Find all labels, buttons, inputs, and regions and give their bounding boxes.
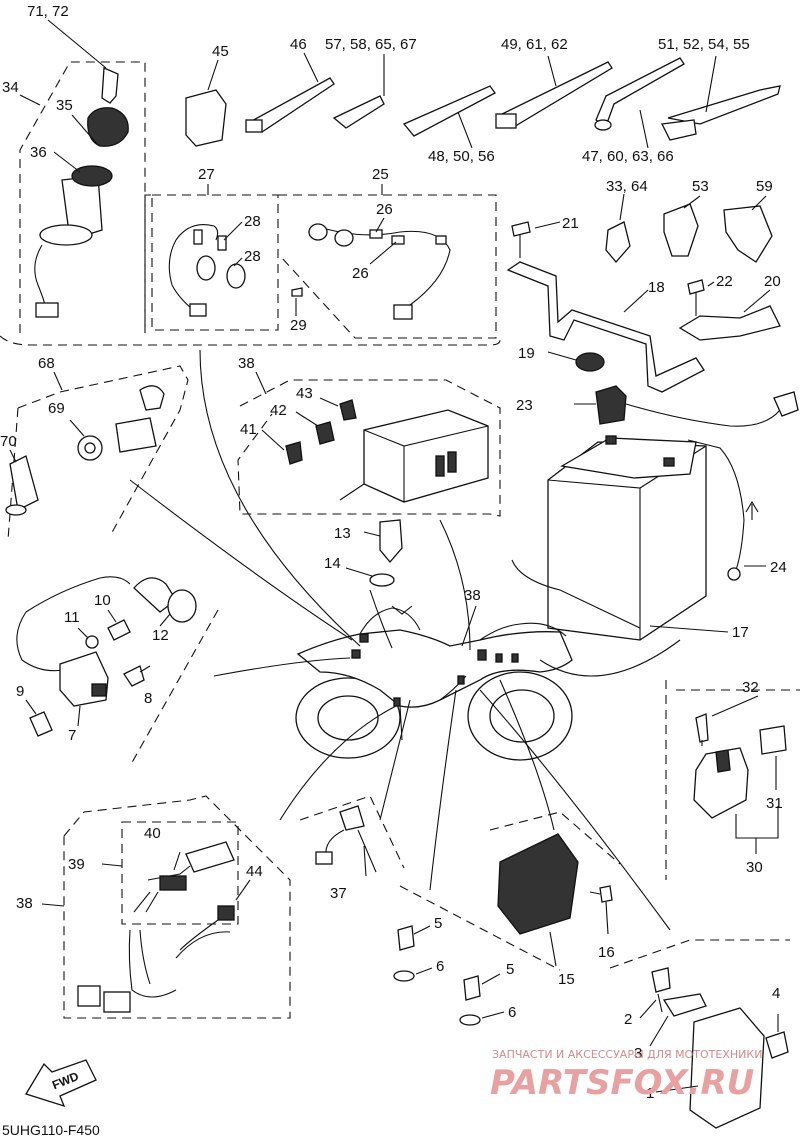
label-48-50-56: 48, 50, 56 (428, 148, 495, 165)
label-49-61-62: 49, 61, 62 (501, 36, 568, 53)
label-7: 7 (68, 727, 76, 744)
label-8: 8 (144, 690, 152, 707)
label-38-harness: 38 (16, 895, 33, 912)
starter-relay-group (665, 680, 800, 880)
fuse-box-group (237, 379, 501, 517)
bracket-group (506, 193, 781, 393)
label-59: 59 (756, 178, 773, 195)
label-31: 31 (766, 795, 783, 812)
label-70: 70 (0, 433, 17, 450)
label-5-upper: 5 (434, 915, 442, 932)
label-21: 21 (562, 215, 579, 232)
ignition-coil-group (16, 576, 219, 767)
atv-illustration (295, 605, 573, 761)
label-4: 4 (772, 985, 780, 1002)
label-12: 12 (152, 627, 169, 644)
label-71-72: 71, 72 (27, 3, 69, 20)
label-40: 40 (144, 825, 161, 842)
diagram-code: 5UHG110-F450 (2, 1122, 100, 1138)
label-39: 39 (68, 856, 85, 873)
label-10: 10 (94, 592, 111, 609)
lower-harness-group (63, 795, 291, 1019)
main-switch-group (19, 61, 152, 333)
label-45: 45 (212, 43, 229, 60)
cable-ties-row (185, 52, 781, 149)
label-23: 23 (516, 397, 533, 414)
label-53: 53 (692, 178, 709, 195)
label-57-58-65-67: 57, 58, 65, 67 (325, 36, 417, 53)
label-28-lower: 28 (244, 248, 261, 265)
label-24: 24 (770, 559, 787, 576)
label-44: 44 (246, 863, 263, 880)
watermark-logo: PARTSFOX.RU (490, 1063, 754, 1103)
label-16: 16 (598, 944, 615, 961)
label-41: 41 (240, 421, 257, 438)
label-38-fuse-box: 38 (238, 355, 255, 372)
label-15: 15 (558, 971, 575, 988)
label-28-upper: 28 (244, 213, 261, 230)
label-18: 18 (648, 279, 665, 296)
label-42: 42 (270, 402, 287, 419)
bolts-washers (393, 925, 505, 1026)
label-20: 20 (764, 273, 781, 290)
label-13: 13 (334, 525, 351, 542)
label-6-lower: 6 (508, 1004, 516, 1021)
label-47-60-63-66: 47, 60, 63, 66 (582, 148, 674, 165)
label-19: 19 (518, 345, 535, 362)
label-17: 17 (732, 624, 749, 641)
label-37: 37 (330, 885, 347, 902)
label-22: 22 (716, 273, 733, 290)
label-9: 9 (16, 683, 24, 700)
label-43: 43 (296, 385, 313, 402)
label-29: 29 (290, 317, 307, 334)
label-2: 2 (624, 1011, 632, 1028)
leader-lines (129, 349, 681, 931)
label-35: 35 (56, 97, 73, 114)
fwd-arrow: FWD (25, 1059, 97, 1108)
label-69: 69 (48, 400, 65, 417)
label-34: 34 (2, 79, 19, 96)
label-3: 3 (634, 1045, 642, 1062)
rectifier-group (399, 811, 621, 971)
sensor-group (345, 519, 403, 587)
label-27: 27 (198, 166, 215, 183)
ecu-group (609, 939, 790, 1129)
label-1: 1 (646, 1085, 654, 1102)
label-6-upper: 6 (436, 958, 444, 975)
label-32: 32 (742, 679, 759, 696)
label-26-lower: 26 (352, 265, 369, 282)
label-25: 25 (372, 166, 389, 183)
watermark-tagline: ЗАПЧАСТИ И АКСЕССУАРЫ ДЛЯ МОТОТЕХНИКИ (492, 1048, 762, 1061)
accessory-socket-group (5, 365, 189, 541)
neutral-switch-group (299, 795, 405, 877)
label-51-52-54-55: 51, 52, 54, 55 (658, 36, 750, 53)
label-33-64: 33, 64 (606, 178, 648, 195)
label-38-center: 38 (464, 587, 481, 604)
label-46: 46 (290, 36, 307, 53)
label-11: 11 (64, 609, 80, 626)
battery-group (547, 385, 799, 641)
label-68: 68 (38, 355, 55, 372)
label-30: 30 (746, 859, 763, 876)
label-36: 36 (30, 144, 47, 161)
label-5-lower: 5 (506, 961, 514, 978)
label-14: 14 (324, 555, 341, 572)
label-26-upper: 26 (376, 201, 393, 218)
